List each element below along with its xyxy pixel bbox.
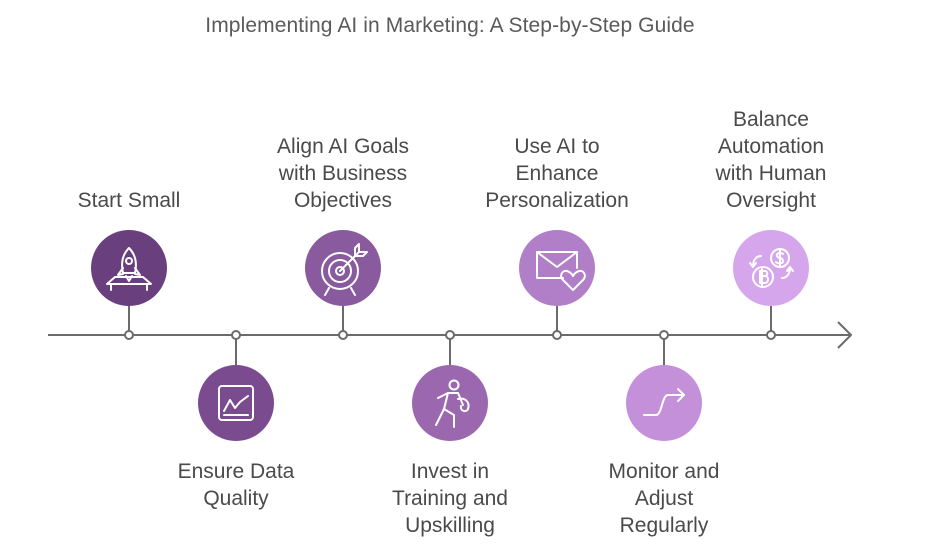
envelope-heart-icon bbox=[536, 251, 586, 291]
timeline-step bbox=[91, 230, 167, 340]
timeline-node bbox=[552, 330, 562, 340]
timeline-step bbox=[626, 330, 702, 441]
timeline-node bbox=[124, 330, 134, 340]
step-label: Ensure Data Quality bbox=[177, 460, 295, 510]
step-label: Align AI Goals with Business Objectives bbox=[277, 135, 409, 212]
step-label: Use AI to Enhance Personalization bbox=[485, 135, 629, 212]
running-person-icon bbox=[435, 379, 470, 428]
step-circle bbox=[412, 365, 488, 441]
target-icon bbox=[321, 243, 368, 296]
timeline-node bbox=[766, 330, 776, 340]
timeline-step bbox=[305, 230, 381, 340]
timeline-step bbox=[198, 330, 274, 441]
step-circle bbox=[91, 230, 167, 306]
timeline-step bbox=[412, 330, 488, 441]
timeline-node bbox=[338, 330, 348, 340]
rocket-icon bbox=[106, 247, 152, 291]
step-circle bbox=[626, 365, 702, 441]
trend-arrow-icon bbox=[643, 388, 685, 416]
timeline-node bbox=[659, 330, 669, 340]
step-circle bbox=[198, 365, 274, 441]
line-chart-icon bbox=[218, 385, 254, 421]
diagram-title: Implementing AI in Marketing: A Step-by-… bbox=[205, 14, 695, 37]
currency-exchange-icon bbox=[749, 248, 794, 288]
timeline-node bbox=[231, 330, 241, 340]
step-label: Invest in Training and Upskilling bbox=[392, 460, 508, 537]
timeline-step bbox=[519, 230, 595, 340]
step-label: Monitor and Adjust Regularly bbox=[608, 460, 720, 537]
timeline-node bbox=[445, 330, 455, 340]
timeline-step bbox=[733, 230, 809, 340]
step-circle bbox=[733, 230, 809, 306]
timeline-arrowhead bbox=[837, 321, 852, 349]
step-label: Balance Automation with Human Oversight bbox=[715, 108, 827, 212]
step-label: Start Small bbox=[77, 189, 181, 212]
